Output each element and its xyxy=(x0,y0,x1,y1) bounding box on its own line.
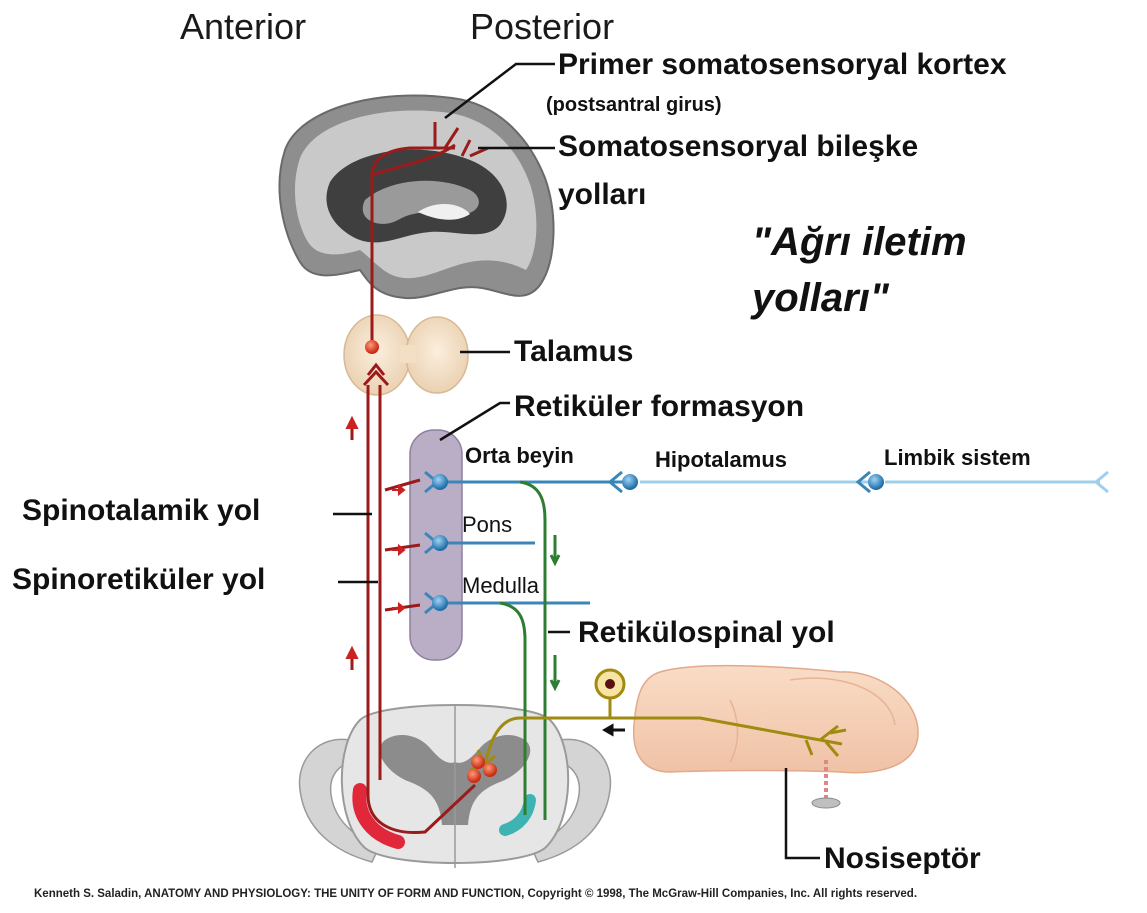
posterior-label: Posterior xyxy=(470,6,614,48)
limbic-neuron xyxy=(868,474,884,490)
copyright-credit: Kenneth S. Saladin, ANATOMY AND PHYSIOLO… xyxy=(34,888,917,900)
limbic-system-label: Limbik sistem xyxy=(884,445,1031,471)
brain-section xyxy=(279,95,553,298)
medulla-neuron xyxy=(432,595,448,611)
limbic-hypothalamus-fibers xyxy=(610,472,1108,492)
reticular-formation-label: Retiküler formasyon xyxy=(514,390,804,424)
anterior-label: Anterior xyxy=(180,6,306,48)
diagram-title-line2: yolları" xyxy=(752,272,889,324)
association-label-line1: Somatosensoryal bileşke xyxy=(558,130,918,164)
spinoreticular-label: Spinoretiküler yol xyxy=(12,563,265,597)
thalamus-shape xyxy=(344,315,468,395)
midbrain-label: Orta beyin xyxy=(465,443,574,469)
hypothalamus-neuron xyxy=(622,474,638,490)
sensory-direction-arrow xyxy=(605,726,625,734)
hypothalamus-label: Hipotalamus xyxy=(655,447,787,473)
thalamic-neuron xyxy=(365,340,379,354)
ganglion-nucleus xyxy=(605,679,615,689)
association-label-line2: yolları xyxy=(558,178,646,212)
pons-neuron xyxy=(432,535,448,551)
postcentral-label: (postsantral girus) xyxy=(546,94,722,117)
midbrain-neuron xyxy=(432,474,448,490)
primary-cortex-label: Primer somatosensoryal kortex xyxy=(558,48,1007,82)
spinothalamic-label: Spinotalamik yol xyxy=(22,494,260,528)
diagram-title-line1: "Ağrı iletim xyxy=(752,216,967,268)
finger-illustration xyxy=(634,666,918,808)
spinal-cord-section xyxy=(300,705,611,868)
medulla-label: Medulla xyxy=(462,573,539,599)
thalamus-label: Talamus xyxy=(514,335,634,369)
pons-label: Pons xyxy=(462,512,512,538)
reticulospinal-label: Retikülospinal yol xyxy=(578,616,835,650)
nociceptor-label: Nosiseptör xyxy=(824,842,981,876)
small-red-arrows xyxy=(347,418,404,658)
